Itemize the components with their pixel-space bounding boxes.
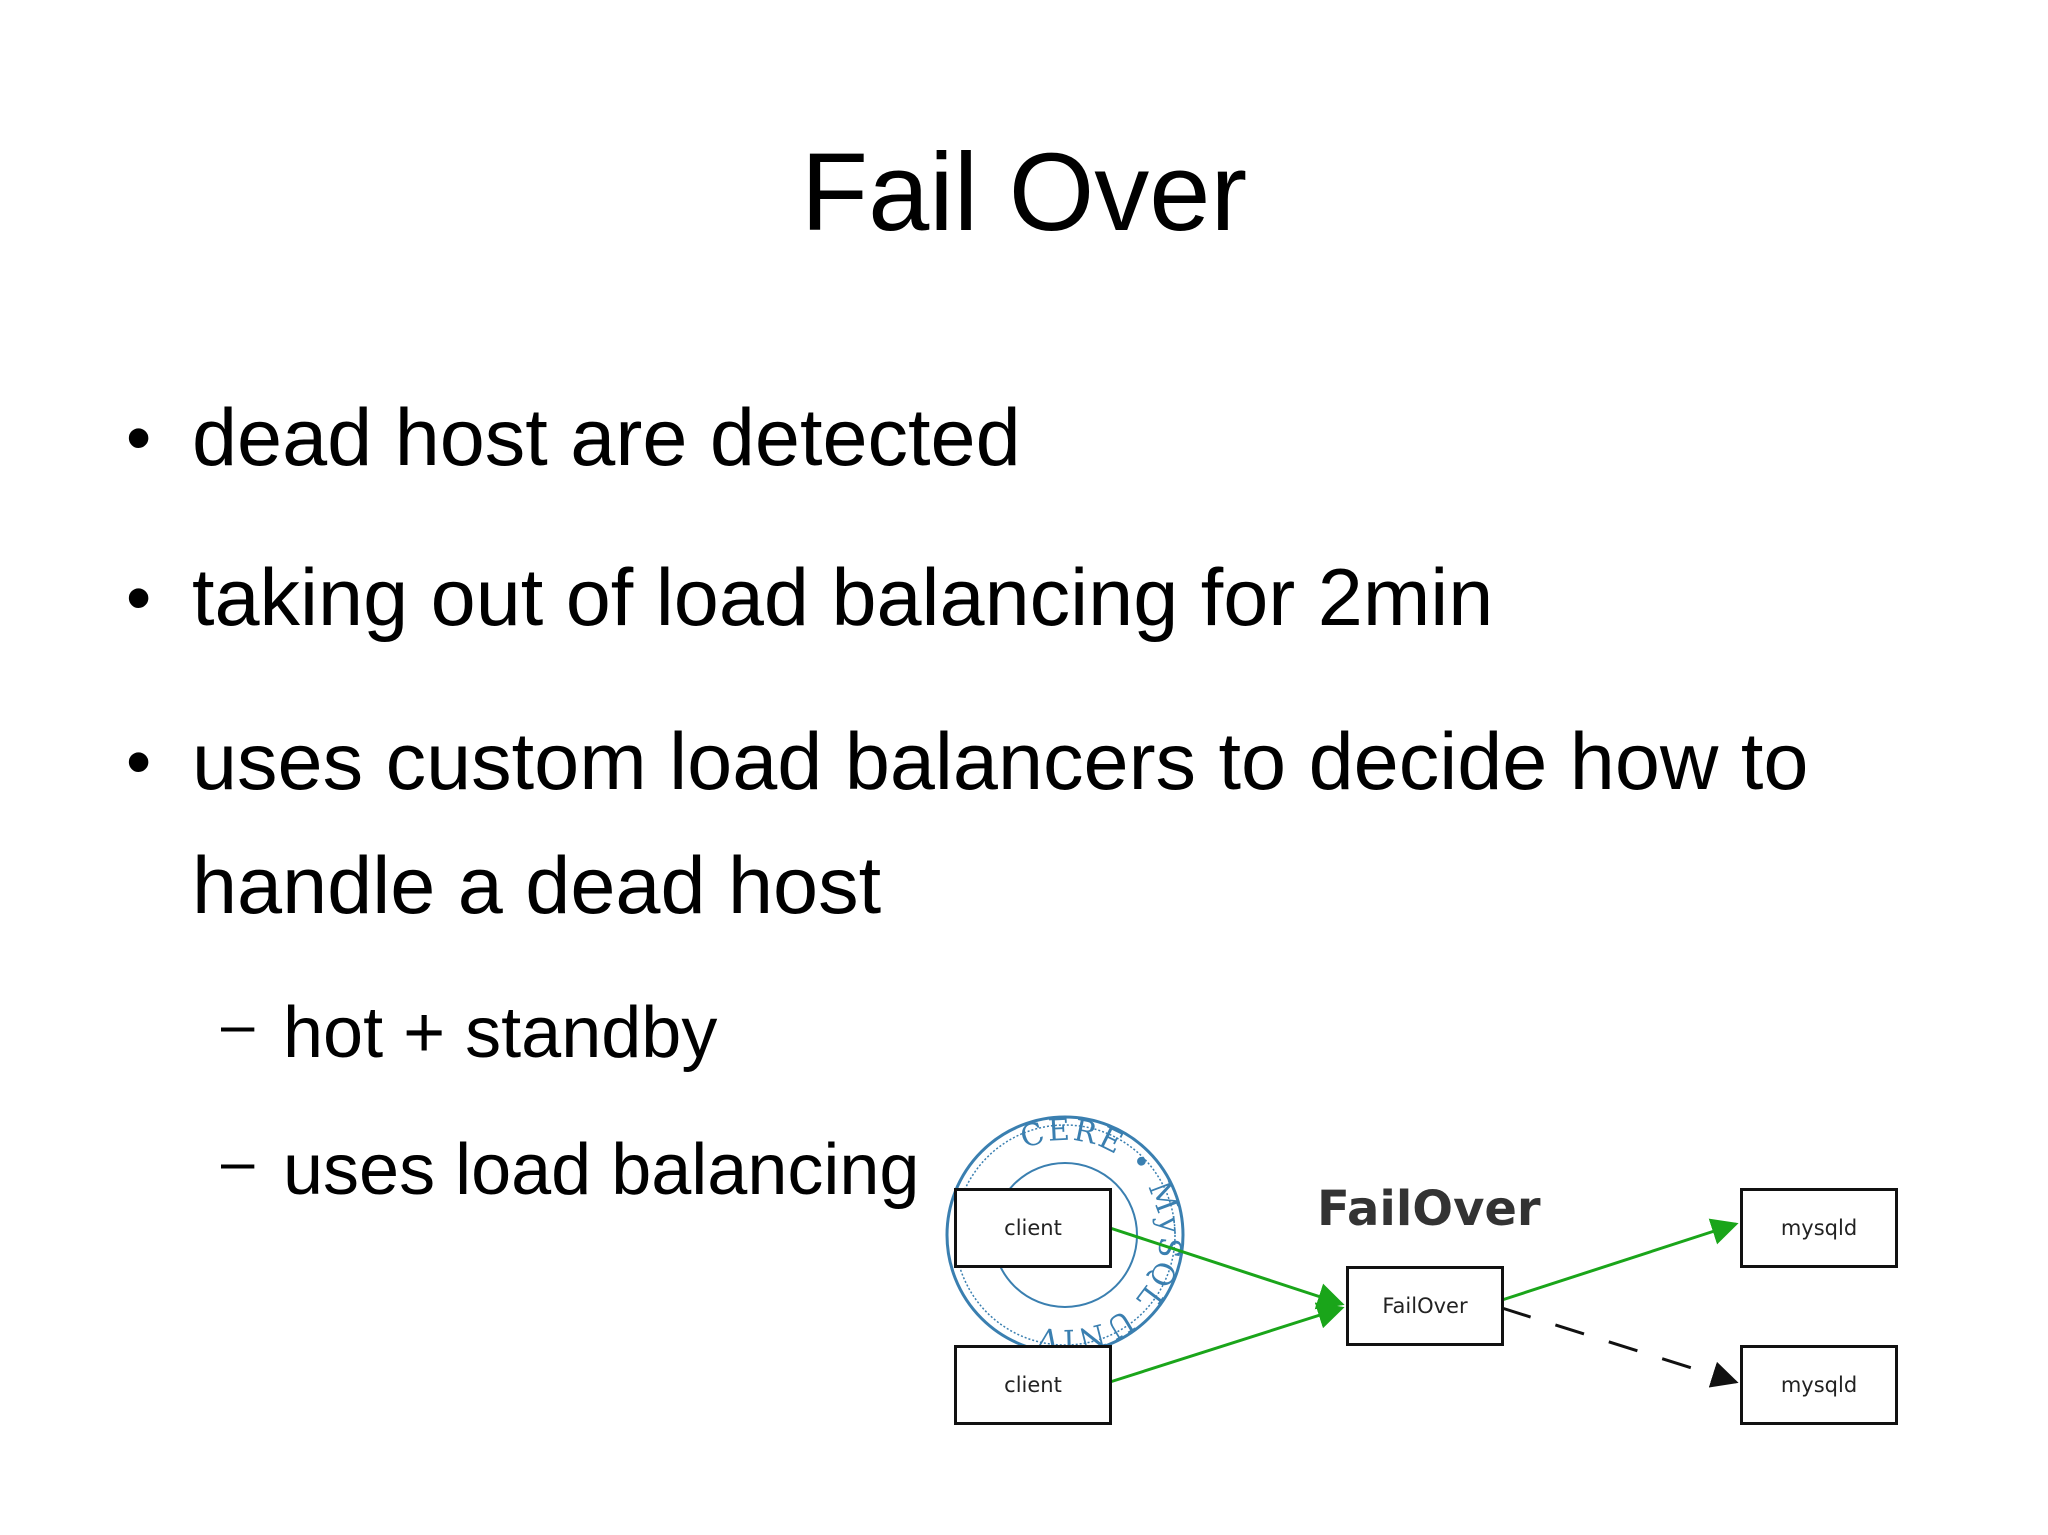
bullet-item: • dead host are detected (126, 376, 1972, 500)
sub-bullet-text: hot + standby (283, 993, 718, 1073)
sub-bullet-item: – uses load balancing (221, 1125, 920, 1215)
edge-failover-to-mysqld2-standby (1501, 1306, 1739, 1388)
node-mysqld-standby: mysqld (1740, 1345, 1898, 1425)
node-client: client (954, 1188, 1112, 1268)
sub-bullet-marker: – (221, 991, 255, 1058)
edge-failover-to-mysqld1 (1501, 1218, 1739, 1302)
node-failover: FailOver (1346, 1266, 1504, 1346)
bullet-text: uses custom load balancers to decide how… (192, 717, 1809, 931)
bullet-marker: • (126, 558, 152, 638)
bullet-item: • uses custom load balancers to decide h… (126, 700, 1912, 948)
node-client: client (954, 1345, 1112, 1425)
diagram-title: FailOver (1317, 1181, 1541, 1237)
node-mysqld-primary: mysqld (1740, 1188, 1898, 1268)
bullet-marker: • (126, 398, 152, 478)
diagram-edges (1109, 1218, 1739, 1388)
slide-title: Fail Over (800, 131, 1248, 254)
edge-client2-to-failover (1109, 1302, 1345, 1384)
sub-bullet-text: uses load balancing (283, 1130, 920, 1210)
bullet-marker: • (126, 722, 152, 802)
sub-bullet-item: – hot + standby (221, 988, 718, 1078)
failover-diagram: CERE • MySQL UNIV FailOver client client… (940, 1110, 1960, 1440)
bullet-text: dead host are detected (192, 393, 1021, 483)
sub-bullet-marker: – (221, 1128, 255, 1195)
bullet-text: taking out of load balancing for 2min (192, 553, 1494, 643)
edge-client1-to-failover (1109, 1226, 1345, 1310)
bullet-item: • taking out of load balancing for 2min (126, 536, 1972, 660)
